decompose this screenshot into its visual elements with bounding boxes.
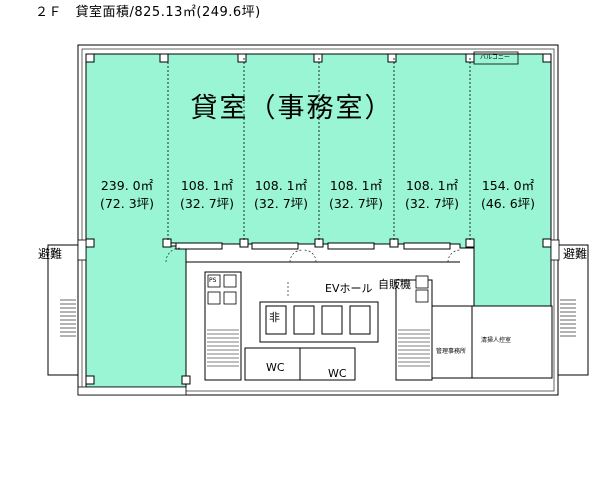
evacuation-left-label: 避難 xyxy=(38,247,63,261)
fixtures xyxy=(207,274,429,305)
unit-area: 108. 1㎡ xyxy=(405,178,459,193)
unit-tsubo: (32. 7坪) xyxy=(328,196,384,211)
floor-title: ２Ｆ 貸室面積/825.13㎡(249.6坪) xyxy=(35,5,261,20)
building-walls xyxy=(77,44,559,396)
vending-label: 自販機 xyxy=(378,278,411,291)
unit-6: 154. 0㎡ (46. 6坪) xyxy=(471,177,545,213)
unit-area: 108. 1㎡ xyxy=(329,178,383,193)
unit-1: 239. 0㎡ (72. 3坪) xyxy=(90,177,164,213)
balcony-label: バルコニー xyxy=(480,54,510,61)
unit-tsubo: (46. 6坪) xyxy=(480,196,536,211)
door-swings xyxy=(165,247,461,296)
unit-tsubo: (32. 7坪) xyxy=(404,196,460,211)
unit-4: 108. 1㎡ (32. 7坪) xyxy=(319,177,393,213)
core-walls xyxy=(47,244,589,381)
unit-area: 108. 1㎡ xyxy=(180,178,234,193)
stairs xyxy=(60,299,576,367)
unit-tsubo: (32. 7坪) xyxy=(179,196,235,211)
cleaning-room-label: 清掃人控室 xyxy=(481,337,512,344)
emergency-elevator-label: 非 xyxy=(269,311,280,324)
wc-left-label: WC xyxy=(266,361,285,374)
unit-tsubo: (72. 3坪) xyxy=(99,196,155,211)
rental-label: 貸室（事務室） xyxy=(190,93,394,124)
unit-2: 108. 1㎡ (32. 7坪) xyxy=(170,177,244,213)
unit-5: 108. 1㎡ (32. 7坪) xyxy=(395,177,469,213)
balcony xyxy=(473,51,519,65)
unit-area: 239. 0㎡ xyxy=(100,178,154,193)
ev-hall-label: EVホール xyxy=(325,282,373,295)
wc-right-label: WC xyxy=(328,367,347,380)
unit-3: 108. 1㎡ (32. 7坪) xyxy=(244,177,318,213)
evacuation-right-label: 避難 xyxy=(563,247,588,261)
corridor-windows xyxy=(175,242,451,250)
unit-area: 108. 1㎡ xyxy=(254,178,308,193)
unit-area: 154. 0㎡ xyxy=(481,178,535,193)
columns xyxy=(85,53,552,385)
management-office-label: 管理事務所 xyxy=(436,348,467,355)
perimeter-hatch xyxy=(77,239,560,396)
unit-tsubo: (32. 7坪) xyxy=(253,196,309,211)
ps-label: PS xyxy=(209,277,217,284)
